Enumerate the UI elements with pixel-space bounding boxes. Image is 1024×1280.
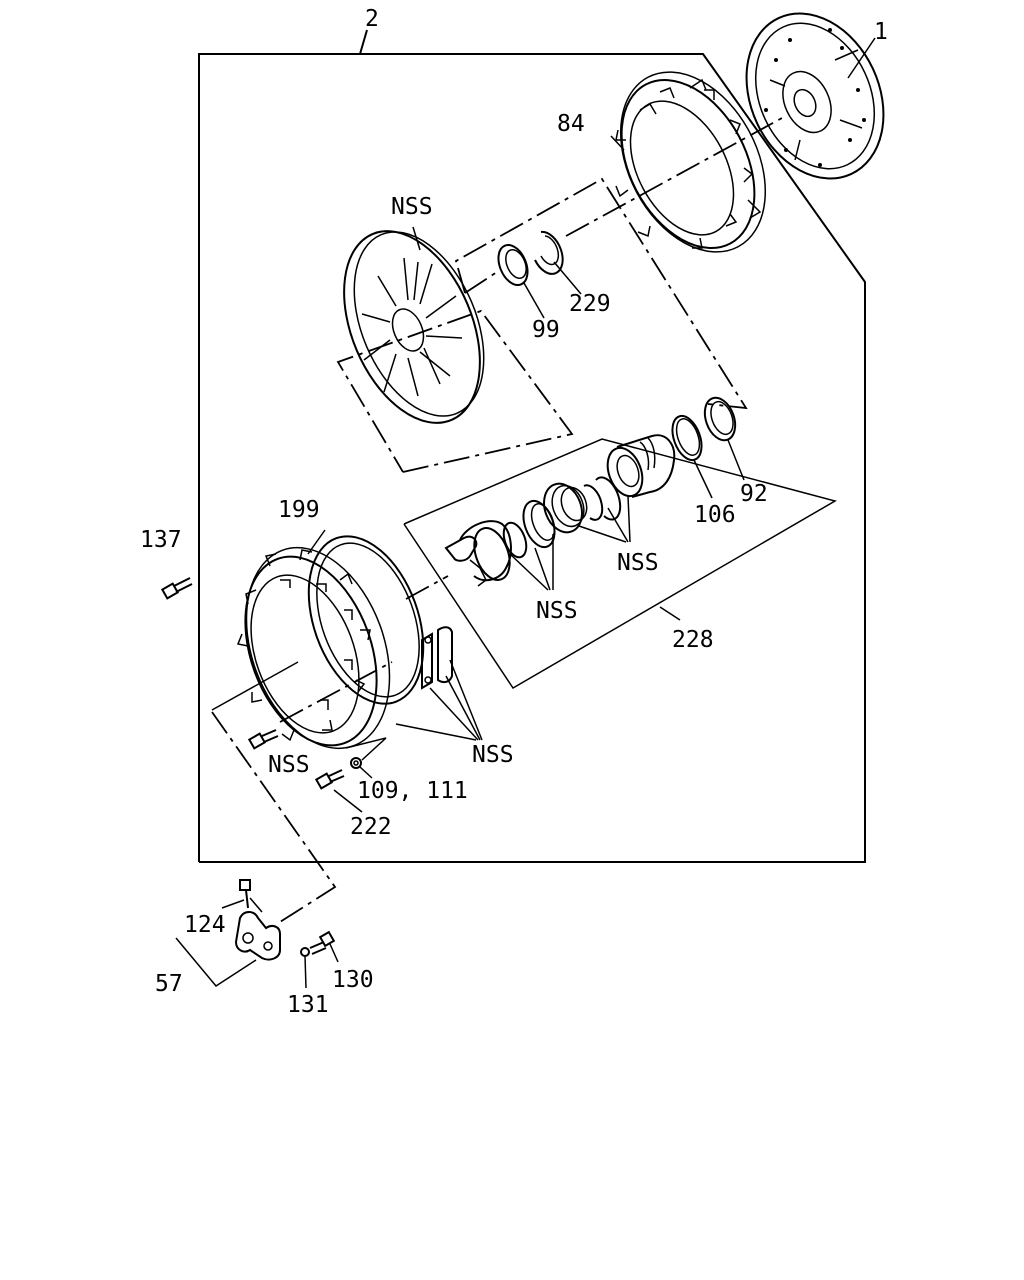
- callout-222: 222: [350, 814, 392, 840]
- bolt-137: [160, 577, 193, 600]
- callout-228: 228: [672, 627, 714, 653]
- callout-137: 137: [140, 527, 182, 553]
- housing: [236, 529, 425, 750]
- callout-nss-plate: NSS: [391, 194, 433, 220]
- plate-bracket: [336, 309, 574, 473]
- callout-labels: 2 1 84 NSS 229 99 92 106 199 137 NSS NSS…: [140, 6, 888, 1018]
- lever-bracket: [175, 879, 339, 989]
- callout-92: 92: [740, 481, 768, 507]
- callout-2: 2: [365, 6, 379, 32]
- clutch-disc: [745, 12, 885, 180]
- bearing-assembly-bracket: [403, 438, 837, 690]
- callout-99: 99: [532, 317, 560, 343]
- axis-line-housing: [279, 661, 393, 723]
- callout-84: 84: [557, 111, 585, 137]
- bolt-nss: [247, 729, 279, 750]
- callout-109-111: 109, 111: [357, 778, 468, 804]
- callout-124: 124: [184, 912, 226, 938]
- bolt-222: [314, 769, 363, 813]
- lever-link-line: [211, 711, 337, 923]
- seal-ring: [497, 244, 545, 319]
- release-bearing-assembly: [444, 396, 745, 591]
- callout-nss-plates: NSS: [472, 742, 514, 768]
- snap-ring: [534, 230, 582, 295]
- gasket-plates: [395, 626, 483, 741]
- cover-assembly-ring: [610, 71, 767, 253]
- callout-106: 106: [694, 502, 736, 528]
- pressure-plate: [343, 226, 485, 424]
- callout-nss-sleeve-a: NSS: [536, 598, 578, 624]
- callout-199: 199: [278, 497, 320, 523]
- callout-131: 131: [287, 992, 329, 1018]
- assembly-boundary: [198, 29, 866, 863]
- seal-bracket: [454, 177, 748, 410]
- callout-nss-housing-bolt: NSS: [268, 752, 310, 778]
- washer-109-111: [350, 757, 373, 779]
- callout-130: 130: [332, 967, 374, 993]
- axis-line-seal: [464, 269, 501, 294]
- callout-nss-sleeve-b: NSS: [617, 550, 659, 576]
- callout-57: 57: [155, 971, 183, 997]
- callout-229: 229: [569, 291, 611, 317]
- housing-bolt-bracket: [211, 661, 299, 711]
- washer-bracket: [345, 737, 387, 761]
- callout-1: 1: [874, 19, 888, 45]
